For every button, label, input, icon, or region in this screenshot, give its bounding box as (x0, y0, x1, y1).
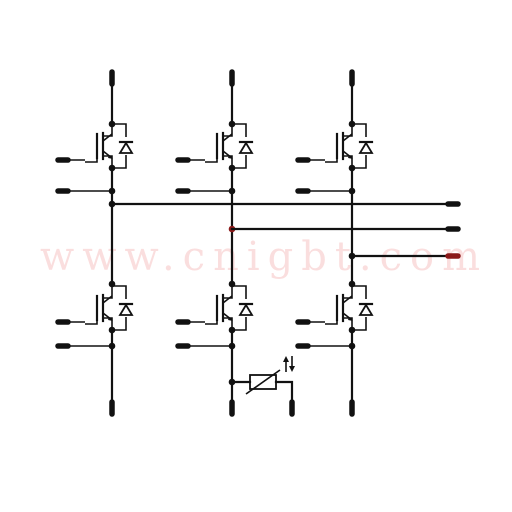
igbt-upper-1-icon (83, 122, 134, 170)
igbt-lower-3-icon (323, 284, 374, 332)
leg-1 (55, 69, 134, 417)
phase-outputs (110, 201, 461, 259)
leg-3 (295, 69, 374, 417)
ntc-thermistor-icon (230, 356, 295, 417)
igbt-upper-2-icon (203, 122, 254, 170)
igbt-lower-2-icon (203, 284, 254, 332)
leg-2 (175, 69, 254, 417)
igbt-lower-1-icon (83, 284, 134, 332)
igbt-upper-3-icon (323, 122, 374, 170)
